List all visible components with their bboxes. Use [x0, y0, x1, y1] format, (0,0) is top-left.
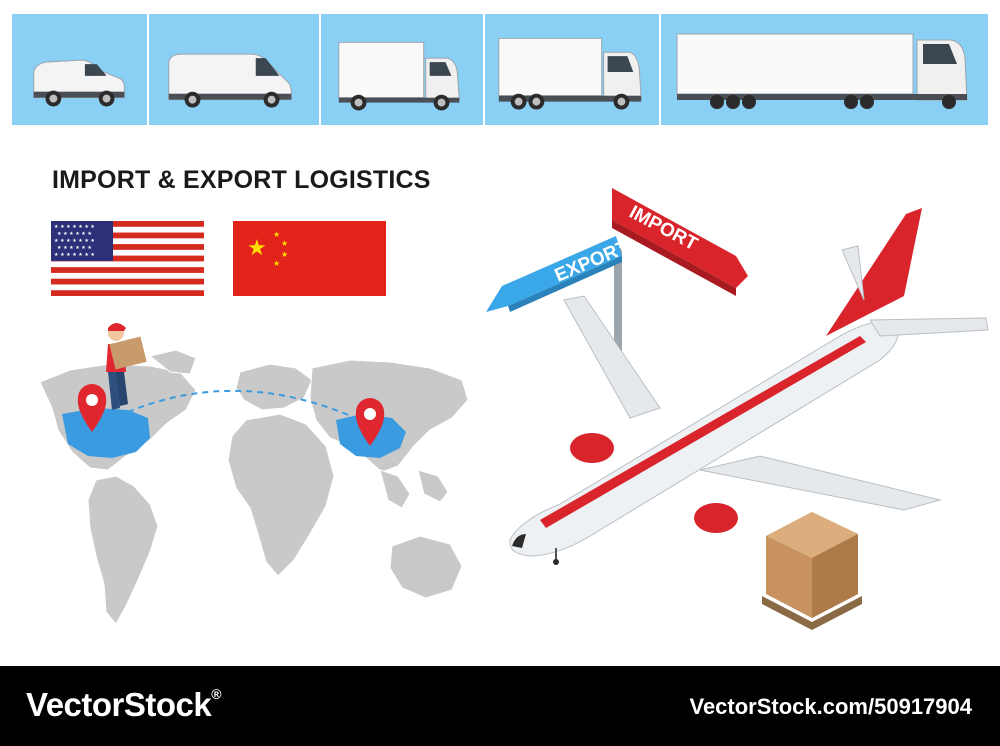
semi-trailer-truck-icon: [676, 33, 968, 109]
pin-usa-icon: [77, 384, 107, 432]
courier-person-icon: [106, 323, 147, 410]
footer-bar: VectorStock® VectorStock.com/50917904: [0, 666, 1000, 746]
airplane-icon: [509, 208, 989, 565]
svg-text:★ ★ ★ ★ ★ ★: ★ ★ ★ ★ ★ ★: [57, 231, 92, 237]
logistics-illustration: EXPORT IMPORT: [39, 188, 989, 630]
box-truck-icon: [338, 41, 460, 111]
vehicle-van-large: [149, 14, 321, 125]
image-url: VectorStock.com/50917904: [689, 694, 972, 719]
vehicle-medium-truck: [485, 14, 661, 125]
china-flag-icon: ★ ★ ★ ★ ★: [233, 221, 386, 296]
svg-text:★: ★: [273, 230, 280, 239]
svg-text:★: ★: [281, 250, 288, 259]
medium-truck-icon: [498, 37, 642, 110]
vehicle-strip: [12, 14, 988, 125]
brand-name: VectorStock: [26, 686, 212, 723]
export-sign: EXPORT: [486, 236, 632, 312]
svg-text:★: ★: [273, 259, 280, 268]
svg-text:★: ★: [281, 239, 288, 248]
svg-text:★ ★ ★ ★ ★ ★ ★: ★ ★ ★ ★ ★ ★ ★: [54, 252, 95, 258]
vehicle-semi-trailer-truck: [661, 14, 988, 125]
import-sign: IMPORT: [612, 188, 748, 296]
svg-text:★: ★: [247, 236, 267, 261]
usa-flag: ★ ★ ★ ★ ★ ★ ★ ★ ★ ★ ★ ★ ★ ★ ★ ★ ★ ★ ★ ★ …: [51, 221, 204, 296]
signpost: EXPORT IMPORT: [486, 188, 748, 366]
vehicle-van-small: [12, 14, 149, 125]
page-title: IMPORT & EXPORT LOGISTICS: [52, 166, 431, 194]
usa-highlight: [62, 408, 150, 458]
vehicle-box-truck: [321, 14, 485, 125]
brand-mark: ®: [211, 686, 222, 702]
van-small-icon: [33, 59, 125, 107]
china-flag: ★ ★ ★ ★ ★: [233, 221, 386, 296]
van-large-icon: [168, 53, 292, 108]
pallet-boxes-icon: [762, 512, 862, 630]
usa-flag-icon: ★ ★ ★ ★ ★ ★ ★ ★ ★ ★ ★ ★ ★ ★ ★ ★ ★ ★ ★ ★ …: [51, 221, 204, 296]
svg-text:★ ★ ★ ★ ★ ★: ★ ★ ★ ★ ★ ★: [57, 245, 92, 251]
brand-logo: VectorStock®: [26, 686, 222, 724]
pin-china-icon: [355, 398, 385, 446]
svg-text:★ ★ ★ ★ ★ ★ ★: ★ ★ ★ ★ ★ ★ ★: [54, 224, 95, 230]
world-map: [39, 349, 469, 625]
svg-text:★ ★ ★ ★ ★ ★ ★: ★ ★ ★ ★ ★ ★ ★: [54, 238, 95, 244]
